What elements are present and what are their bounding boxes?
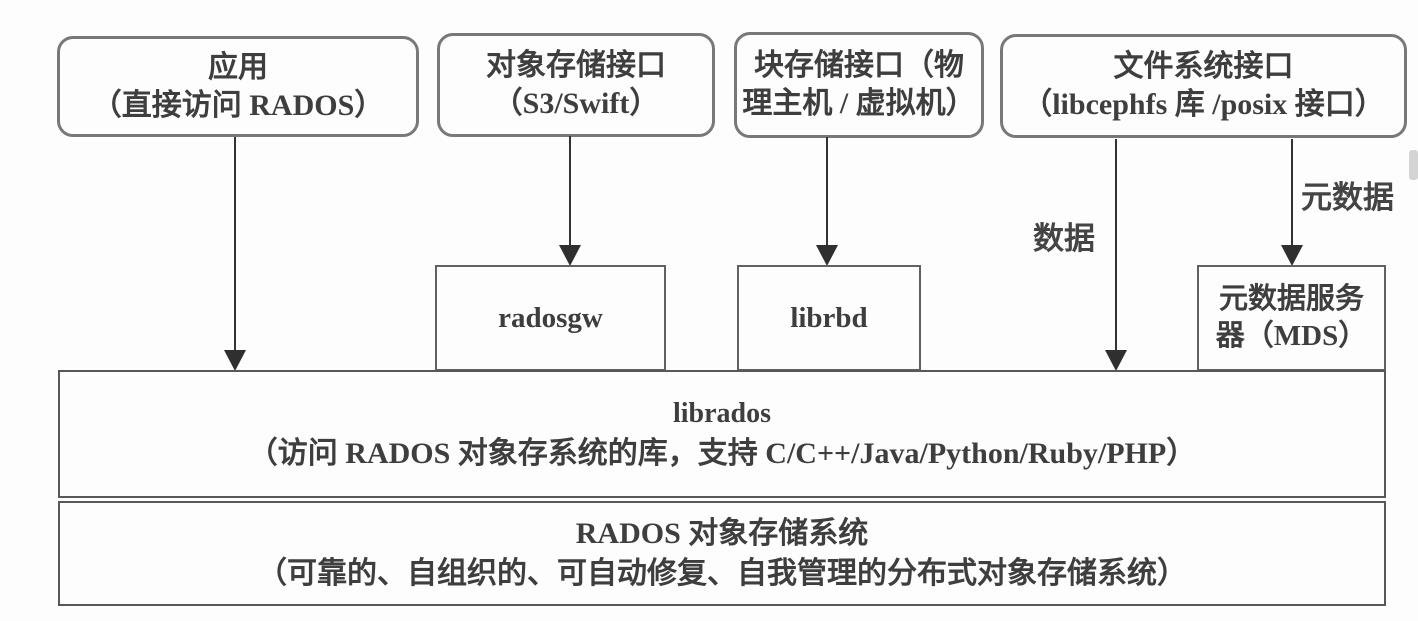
rados-title: RADOS 对象存储系统 [575, 516, 869, 550]
file-system-interface-line2: （libcephfs 库 /posix 接口） [1022, 88, 1385, 121]
librbd-label: librbd [790, 301, 868, 334]
file-system-interface-line1: 文件系统接口 [1113, 50, 1294, 83]
block-storage-interface-box: 块存储接口（物 理主机 / 虚拟机） [734, 32, 984, 138]
radosgw-label: radosgw [498, 301, 603, 334]
arrowhead-app-to-librados-icon [224, 350, 246, 371]
block-storage-interface-line2: 理主机 / 虚拟机） [742, 87, 976, 120]
librados-title: librados [672, 398, 772, 429]
object-storage-interface-box: 对象存储接口 （S3/Swift） [437, 33, 715, 137]
mds-label-line2: 器（MDS） [1215, 320, 1368, 352]
data-flow-label: 数据 [1033, 221, 1095, 256]
mds-label-line1: 元数据服务 [1218, 283, 1364, 315]
file-system-interface-box: 文件系统接口 （libcephfs 库 /posix 接口） [1000, 34, 1407, 138]
arrowhead-block-to-librbd-icon [816, 245, 838, 266]
application-box-line1: 应用 [208, 50, 268, 84]
arrow-line-fs-data-to-librados [1115, 139, 1117, 351]
librados-layer-box: librados （访问 RADOS 对象存系统的库，支持 C/C++/Java… [58, 370, 1386, 498]
application-box: 应用 （直接访问 RADOS） [57, 36, 419, 137]
arrow-line-block-to-librbd [826, 137, 828, 248]
radosgw-box: radosgw [435, 265, 666, 371]
rados-description: （可靠的、自组织的、可自动修复、自我管理的分布式对象存储系统） [257, 556, 1187, 590]
arrow-line-object-to-radosgw [569, 136, 571, 248]
arrowhead-fs-metadata-to-mds-icon [1281, 245, 1303, 266]
arrowhead-object-to-radosgw-icon [559, 245, 581, 266]
mds-box: 元数据服务 器（MDS） [1197, 265, 1386, 371]
page-edge-artifact [1409, 150, 1418, 180]
metadata-flow-label: 元数据 [1301, 180, 1394, 215]
application-box-line2: （直接访问 RADOS） [91, 88, 385, 122]
object-storage-interface-line2: （S3/Swift） [492, 87, 660, 120]
librados-description: （访问 RADOS 对象存系统的库，支持 C/C++/Java/Python/R… [247, 437, 1197, 470]
arrow-line-fs-metadata-to-mds [1291, 139, 1293, 246]
rados-layer-box: RADOS 对象存储系统 （可靠的、自组织的、可自动修复、自我管理的分布式对象存… [58, 501, 1386, 606]
arrowhead-fs-data-to-librados-icon [1105, 350, 1127, 371]
block-storage-interface-line1: 块存储接口（物 [754, 49, 964, 82]
object-storage-interface-line1: 对象存储接口 [486, 49, 666, 82]
arrow-line-app-to-librados [234, 137, 236, 351]
librbd-box: librbd [737, 265, 921, 371]
